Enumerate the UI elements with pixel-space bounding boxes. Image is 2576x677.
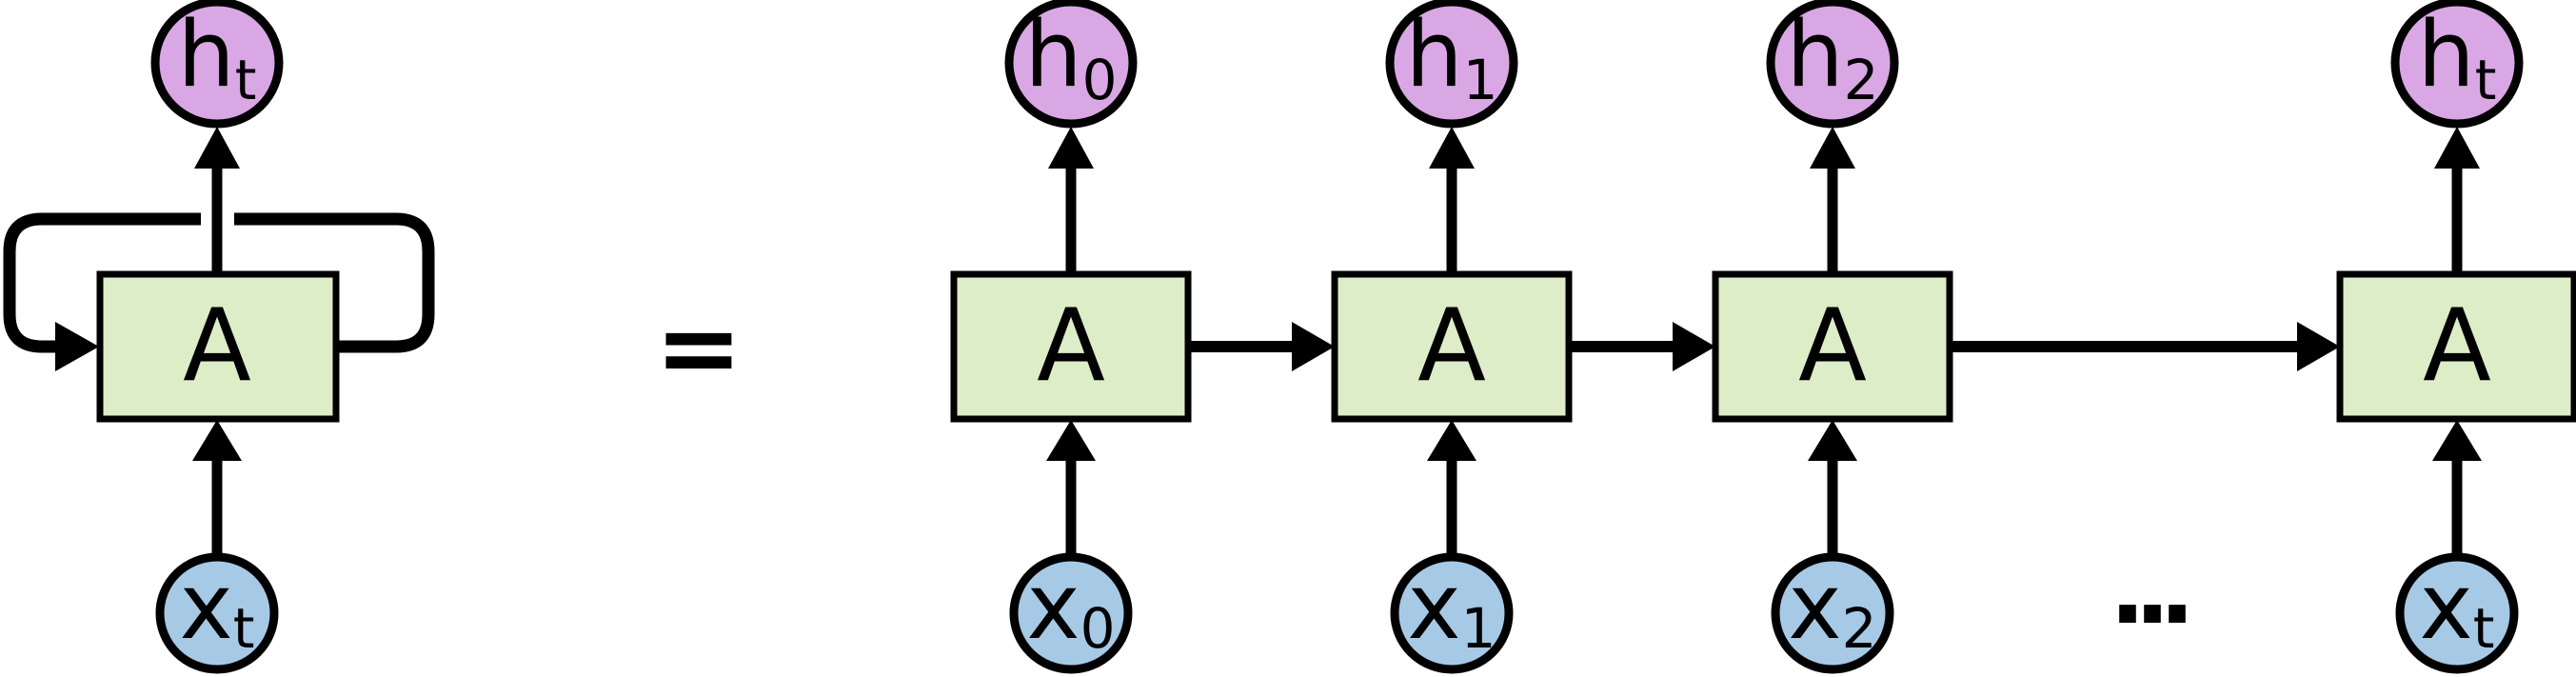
ellipsis: ... [2110,534,2186,646]
unitT-hidden-node [2390,0,2524,129]
unitT-hidden-label: ht [2418,3,2497,112]
arrow-unit0-to-unit1-head-icon [1292,322,1335,371]
unit1-hidden-label: h1 [1405,3,1497,112]
unit1-input-node [1390,552,1514,674]
unit2-hidden-label: h2 [1786,3,1878,112]
arrow-unit1-to-unit2 [1569,322,1715,371]
unit2-cell-box [1712,270,1953,423]
unrolled-unit-t: A ht xt [2336,0,2576,674]
unrolled-unit-1: A h1 x1 [1331,0,1573,674]
unit0-hidden-node [1004,0,1138,129]
rolled-output-arrowhead-icon [194,127,240,169]
recurrent-loop-right-segment [234,212,435,353]
unitT-input-label: xt [2420,555,2495,661]
recurrent-loop-left-segment [3,212,201,353]
unit2-output-arrowhead-icon [1810,127,1855,169]
unit0-output-arrowhead-icon [1048,127,1094,169]
unit0-input-node [1009,552,1133,674]
unrolled-unit-0: A h0 x0 [950,0,1192,674]
rolled-input-node [155,552,279,674]
unitT-output-arrowhead-icon [2434,127,2480,169]
arrow-unit1-to-unit2-head-icon [1673,322,1715,371]
arrow-unit0-to-unit1 [1188,322,1335,371]
rolled-input-label: xt [180,555,255,661]
unit1-cell-label: A [1417,288,1486,404]
unit1-output-arrowhead-icon [1429,127,1475,169]
unit2-input-label: x2 [1788,555,1876,661]
arrow-unit2-to-unitT-head-icon [2297,322,2340,371]
rolled-cell-box [96,270,340,423]
unit2-hidden-node [1766,0,1899,129]
unit2-input-arrowhead-icon [1808,420,1857,461]
unitT-input-arrowhead-icon [2432,420,2482,461]
unitT-input-node [2395,552,2519,674]
unitT-cell-label: A [2423,288,2491,404]
unit0-hidden-label: h0 [1024,3,1117,112]
unit1-hidden-node [1385,0,1518,129]
recurrent-loop-arrowhead-icon [55,322,99,371]
unit1-input-arrowhead-icon [1427,420,1476,461]
rolled-cell-label: A [183,288,251,404]
unit1-cell-box [1331,270,1573,423]
rolled-hidden-label: ht [178,3,257,112]
rolled-unit: A ht xt [3,0,435,674]
unit0-cell-box [950,270,1192,423]
unit0-cell-label: A [1037,288,1105,404]
equals-sign: = [655,287,743,408]
unit2-cell-label: A [1798,288,1867,404]
unit0-input-arrowhead-icon [1046,420,1096,461]
unit0-input-label: x0 [1026,555,1115,661]
arrow-unit2-to-unitT [1950,322,2340,371]
unit1-input-label: x1 [1407,555,1496,661]
rolled-hidden-node [150,0,284,129]
unit2-input-node [1771,552,1894,674]
rolled-input-arrowhead-icon [192,420,242,461]
unrolled-unit-2: A h2 x2 [1712,0,1953,674]
unitT-cell-box [2336,270,2576,423]
